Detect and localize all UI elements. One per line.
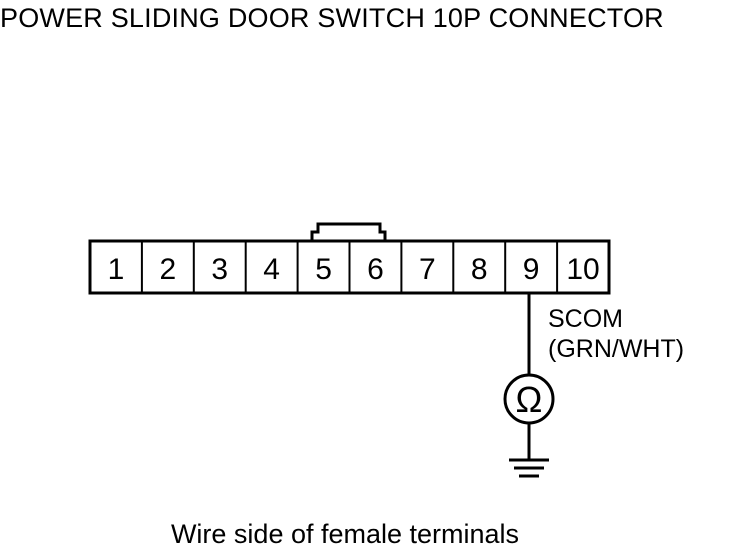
- pin-label-10: 10: [566, 253, 599, 286]
- connector-lock-tab: [310, 222, 387, 241]
- pin-label-6: 6: [367, 253, 384, 286]
- wire-signal-label: SCOM: [548, 305, 623, 333]
- pin-label-4: 4: [263, 253, 280, 286]
- pin-label-8: 8: [471, 253, 488, 286]
- ground-icon: [509, 458, 549, 478]
- pin-label-3: 3: [211, 253, 228, 286]
- connector-cells: 1 2 3 4 5 6 7 8 9 10: [108, 241, 600, 293]
- page-title: POWER SLIDING DOOR SWITCH 10P CONNECTOR: [0, 3, 664, 33]
- pin-label-1: 1: [108, 253, 125, 286]
- ohm-symbol: Ω: [516, 379, 543, 420]
- ohmmeter-icon: Ω: [503, 373, 555, 425]
- pin-label-5: 5: [315, 253, 332, 286]
- pin-label-7: 7: [419, 253, 436, 286]
- pin-label-2: 2: [160, 253, 177, 286]
- wire-color-label: (GRN/WHT): [548, 335, 684, 363]
- pin-label-9: 9: [523, 253, 540, 286]
- caption: Wire side of female terminals: [170, 519, 520, 549]
